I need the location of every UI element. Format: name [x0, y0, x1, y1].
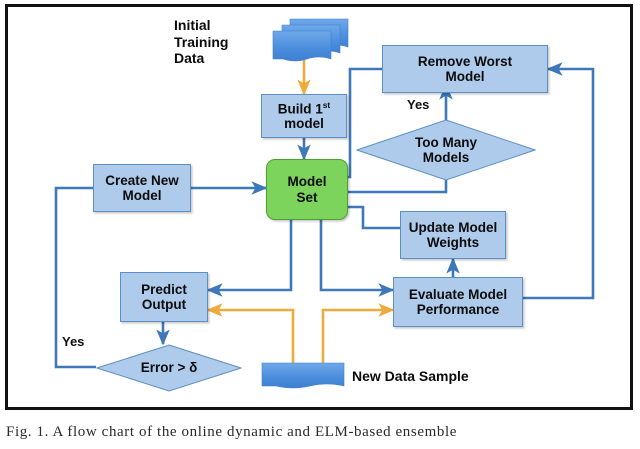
edge-evaluate-to-remove: [523, 62, 595, 300]
data-stack-icon: [266, 15, 352, 65]
evaluate-model-performance-line1: Evaluate Model: [408, 286, 508, 302]
node-predict-output[interactable]: Predict Output: [120, 272, 208, 322]
connector-canvas: [54, 59, 595, 369]
node-too-many-models[interactable]: Too Many Models: [356, 119, 536, 181]
remove-worst-model-line2: Model: [445, 69, 485, 84]
create-new-model-line1: Create New: [105, 172, 179, 188]
node-create-new-model[interactable]: Create New Model: [93, 164, 191, 212]
initial-training-data-line3: Data: [174, 50, 205, 67]
update-model-weights-line2: Weights: [426, 235, 480, 250]
remove-worst-model-line1: Remove Worst: [417, 53, 513, 69]
initial-training-data-line2: Training: [174, 33, 229, 50]
node-update-model-weights[interactable]: Update Model Weights: [400, 211, 506, 259]
error-threshold-label: Error > δ: [140, 360, 198, 376]
node-model-set[interactable]: Model Set: [266, 159, 348, 220]
initial-training-data-line1: Initial: [174, 17, 211, 33]
figure-caption: Fig. 1. A flow chart of the online dynam…: [6, 424, 457, 440]
update-model-weights-line1: Update Model: [408, 219, 498, 235]
build-first-model-line1: Build 1st: [277, 99, 331, 117]
edge-error-yes-to-createnew: [54, 181, 118, 369]
edge-label-too-many-yes: Yes: [407, 97, 430, 112]
node-evaluate-model-performance[interactable]: Evaluate Model Performance: [393, 277, 523, 327]
edge-newdata-to-predict: [206, 303, 295, 364]
too-many-models-line2: Models: [422, 150, 470, 165]
build-first-model-line2: model: [284, 116, 324, 132]
model-set-line2: Set: [296, 189, 318, 205]
data-single-icon: [260, 362, 346, 397]
too-many-models-line1: Too Many: [415, 134, 477, 150]
node-build-first-model[interactable]: Build 1st model: [261, 94, 347, 138]
edge-label-error-yes: Yes: [62, 334, 85, 349]
figure-frame: Initial Training Data: [5, 4, 633, 410]
evaluate-model-performance-line2: Performance: [416, 302, 500, 317]
diamond-shape: [356, 119, 536, 181]
new-data-sample-label: New Data Sample: [352, 368, 469, 384]
initial-training-data-label: Initial Training Data: [174, 17, 260, 67]
diamond-shape-error: [96, 344, 242, 392]
model-set-line1: Model: [287, 174, 327, 190]
create-new-model-line2: Model: [122, 188, 162, 203]
node-error-threshold[interactable]: Error > δ: [96, 344, 242, 392]
predict-output-line1: Predict: [141, 281, 187, 297]
predict-output-line2: Output: [141, 297, 187, 312]
edge-newdata-to-evaluate: [321, 303, 395, 364]
node-remove-worst-model[interactable]: Remove Worst Model: [382, 45, 548, 93]
edge-modelset-to-predict: [206, 220, 293, 297]
edge-modelset-to-evaluate: [319, 220, 395, 297]
too-many-models-label: Too Many Models: [356, 119, 536, 181]
